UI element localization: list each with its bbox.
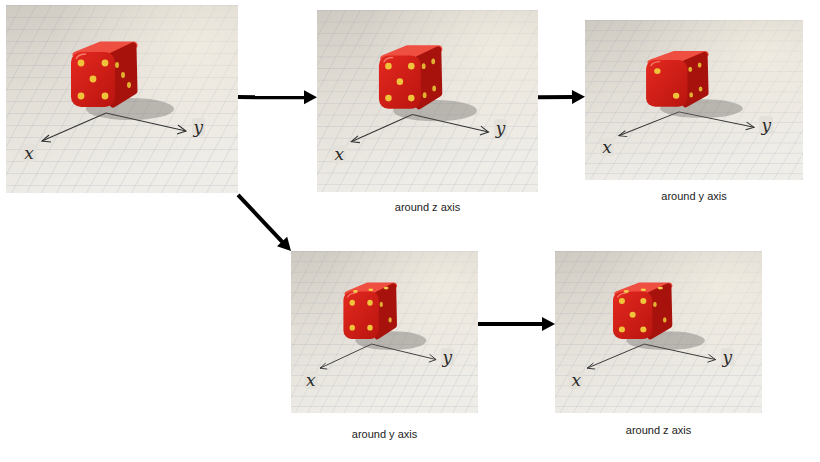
- flow-arrow: [238, 195, 291, 251]
- axis-label: y: [192, 118, 206, 136]
- axis-label: x: [600, 138, 614, 156]
- axis-label: y: [441, 348, 455, 366]
- axis-label: x: [332, 145, 346, 163]
- photo-panel: xy: [6, 5, 238, 193]
- axis-label: x: [304, 371, 318, 389]
- die-photo: [6, 5, 238, 193]
- photo-panel: xyaround y axis: [585, 20, 803, 180]
- flow-arrow: [238, 90, 317, 104]
- axis-label: y: [759, 116, 773, 134]
- photo-panel: xyaround z axis: [317, 10, 538, 192]
- photo-caption: around z axis: [525, 424, 792, 437]
- flow-arrow: [538, 90, 585, 104]
- photo-panel: xyaround y axis: [291, 251, 478, 413]
- photo-caption: around y axis: [261, 428, 508, 441]
- die-photo: [291, 251, 478, 413]
- axis-label: x: [569, 371, 583, 389]
- die-photo: [555, 251, 762, 413]
- photo-caption: around z axis: [287, 201, 568, 214]
- die-photo: [585, 20, 803, 180]
- die-photo: [317, 10, 538, 192]
- photo-caption: around y axis: [555, 190, 820, 203]
- axis-label: y: [494, 119, 508, 137]
- flow-arrow: [478, 317, 555, 331]
- axis-label: y: [721, 348, 735, 366]
- photo-panel: xyaround z axis: [555, 251, 762, 413]
- axis-label: x: [22, 144, 36, 162]
